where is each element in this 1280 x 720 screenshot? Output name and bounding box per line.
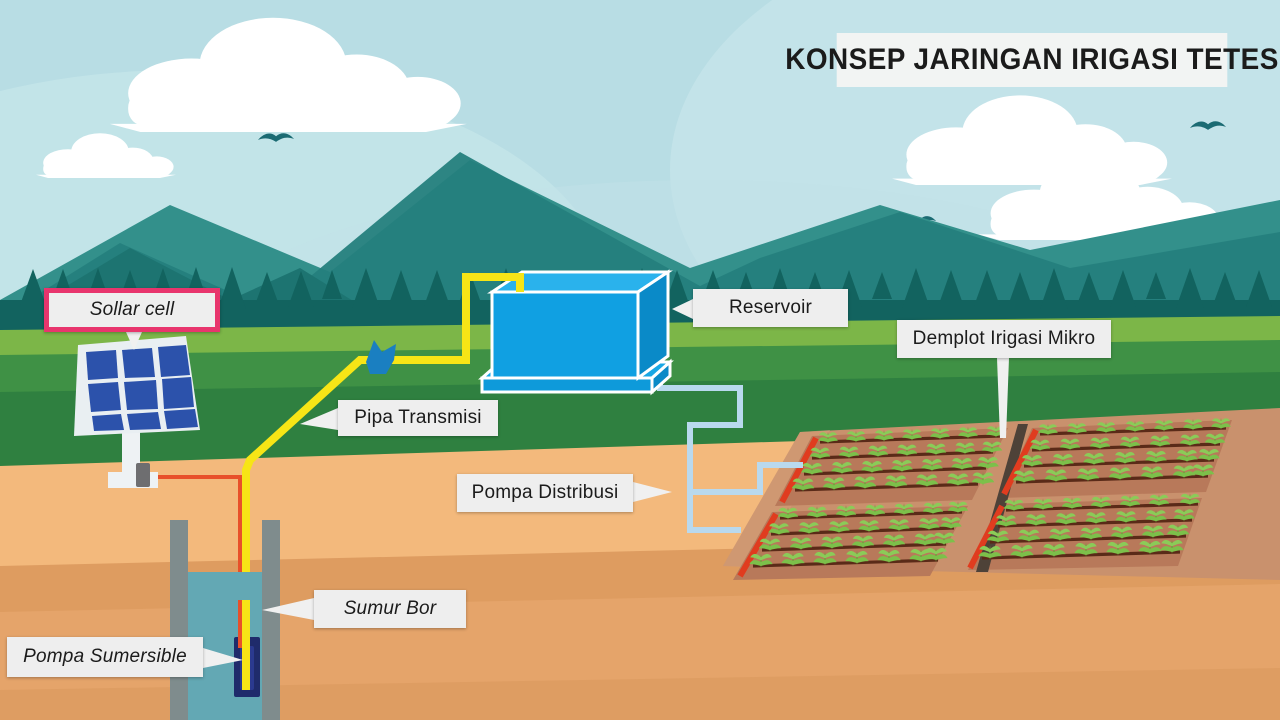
- transmission-pump-valve: [366, 340, 396, 374]
- well-casing-left: [170, 520, 188, 720]
- pointer-pompa-sumersible: [203, 648, 243, 668]
- callout-submersible-pump: Pompa Sumersible: [7, 637, 203, 677]
- pointer-pipa-transmisi: [300, 408, 338, 430]
- soil-band-3: [0, 668, 1280, 720]
- callout-transmission-pipe: Pipa Transmisi: [338, 400, 498, 436]
- callout-distribution-pump: Pompa Distribusi: [457, 474, 633, 512]
- plot-top-right: [1001, 417, 1231, 496]
- pointer-solar-cell: [126, 332, 142, 350]
- combiner-box: [136, 463, 150, 487]
- plot-top-left: [779, 425, 1006, 504]
- distribution-pipe-branch: [687, 489, 741, 533]
- pointer-sumur-bor: [262, 598, 314, 620]
- solar-panel-base: [108, 472, 158, 488]
- pointer-reservoir: [672, 299, 693, 319]
- well-casing-right: [262, 520, 280, 720]
- callout-borehole-text: Sumur Bor: [343, 598, 437, 619]
- page-title-text: KONSEP JARINGAN IRIGASI TETES: [785, 43, 1279, 76]
- callout-demplot-text: Demplot Irigasi Mikro: [912, 328, 1096, 349]
- callout-submersible-pump-text: Pompa Sumersible: [23, 646, 187, 667]
- plot-bottom-left: [737, 501, 969, 578]
- callout-distribution-pump-text: Pompa Distribusi: [471, 482, 619, 503]
- callout-reservoir-text: Reservoir: [728, 297, 813, 318]
- callout-reservoir: Reservoir: [693, 289, 848, 327]
- reservoir-tank: [478, 269, 674, 396]
- plot-bottom-right: [967, 493, 1201, 570]
- callout-borehole: Sumur Bor: [314, 590, 466, 628]
- callout-demplot: Demplot Irigasi Mikro: [897, 320, 1111, 358]
- callout-solar-cell-text: Sollar cell: [89, 299, 175, 320]
- solar-panel-pole: [122, 430, 140, 472]
- callout-solar-cell: Sollar cell: [44, 288, 220, 332]
- callout-pointers: [126, 299, 1009, 668]
- pointer-demplot: [997, 358, 1009, 438]
- callout-transmission-pipe-text: Pipa Transmisi: [354, 407, 482, 428]
- page-title: KONSEP JARINGAN IRIGASI TETES: [785, 33, 1278, 87]
- solar-panel-assembly: [74, 336, 200, 488]
- pointer-pompa-distribusi: [633, 482, 672, 502]
